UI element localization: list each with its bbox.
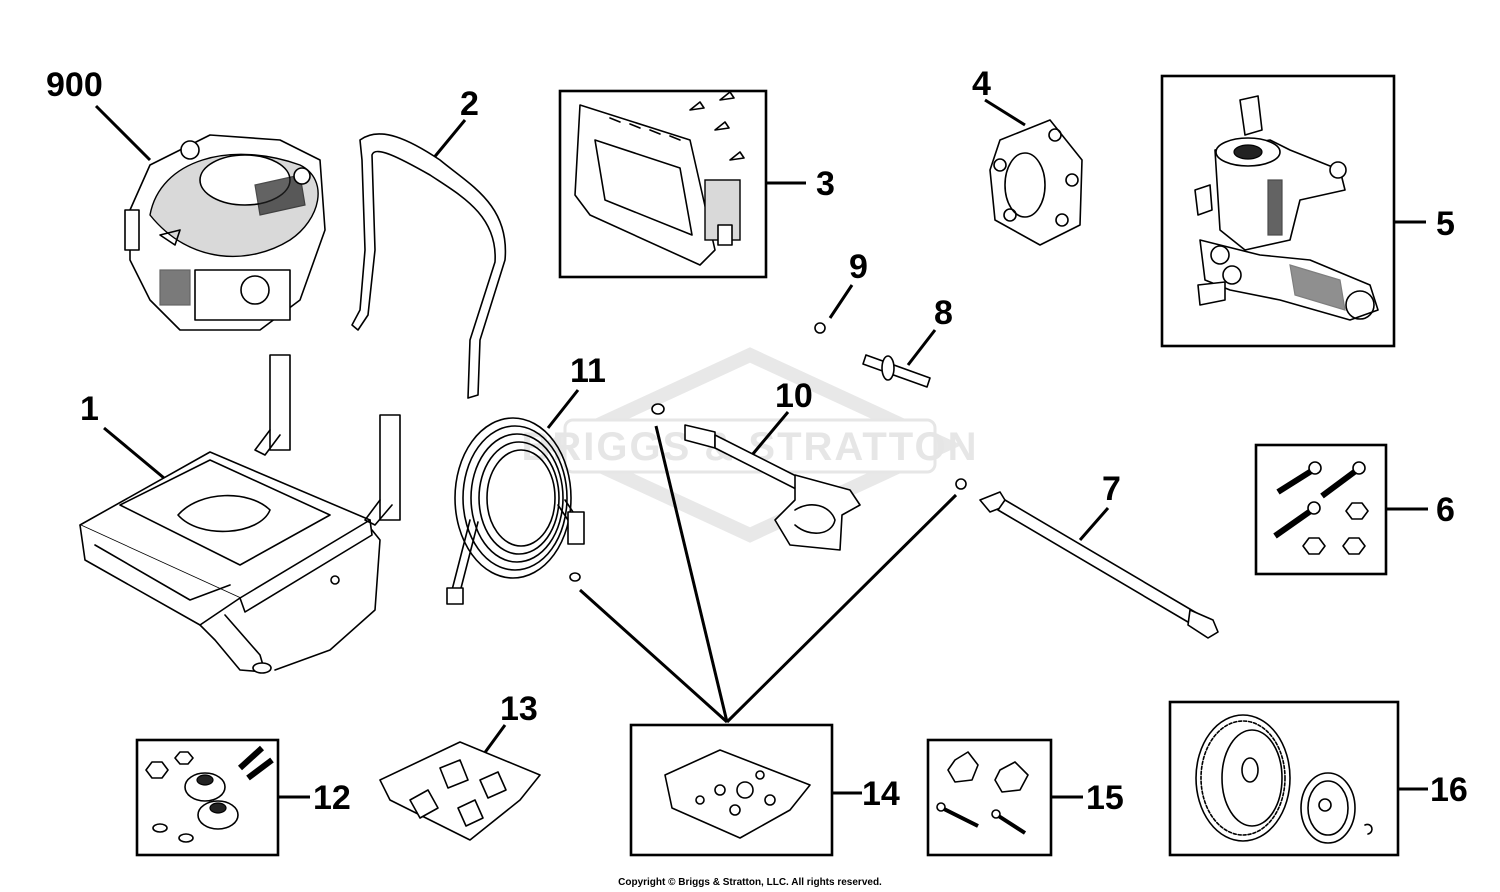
leader-line-7 [1078, 507, 1110, 541]
part-number-7: 7 [1102, 470, 1121, 508]
part-number-15: 15 [1086, 779, 1124, 817]
kit-14-connector-lines [578, 425, 958, 724]
wheel-kit-icon [1195, 714, 1373, 844]
leader-line-900 [94, 104, 152, 162]
nut-icon [814, 322, 826, 334]
part-9[interactable]: 9 [814, 248, 868, 334]
part-number-3: 3 [816, 165, 835, 203]
bolt-nut-kit-icon [1273, 461, 1369, 555]
leader-line-9 [828, 284, 854, 319]
part-number-900: 900 [46, 66, 103, 104]
part-number-11: 11 [570, 352, 606, 390]
part-5-box [1160, 74, 1396, 348]
part-number-6: 6 [1436, 491, 1455, 529]
part-1[interactable]: 1 [79, 354, 401, 674]
part-12[interactable]: 12 [135, 738, 351, 857]
brand-watermark: BRIGGS & STRATTON [522, 347, 976, 543]
part-4[interactable]: 4 [972, 65, 1083, 246]
part-15-box [926, 738, 1053, 857]
part-11[interactable]: 11 [446, 352, 606, 605]
leader-line-11 [546, 389, 580, 429]
part-8[interactable]: 8 [862, 294, 953, 388]
part-6[interactable]: 6 [1254, 443, 1455, 576]
leader-line-1 [103, 426, 171, 485]
part-14[interactable]: 14 [629, 723, 900, 857]
part-number-14: 14 [862, 775, 900, 813]
part-16-box [1168, 700, 1400, 857]
part-number-8: 8 [934, 294, 953, 332]
adapter-plate-icon [989, 119, 1083, 246]
handle-bar-icon [351, 133, 507, 399]
part-14-box [629, 723, 834, 857]
part-number-13: 13 [500, 690, 538, 728]
copyright-text: Copyright © Briggs & Stratton, LLC. All … [618, 877, 882, 888]
part-number-10: 10 [775, 377, 813, 415]
leader-line-10 [750, 411, 790, 456]
spray-wand-icon [955, 478, 1219, 639]
part-number-12: 12 [313, 779, 351, 817]
part-2[interactable]: 2 [351, 85, 507, 399]
part-900[interactable]: 900 [46, 66, 326, 331]
part-13[interactable]: 13 [379, 690, 541, 841]
control-panel-icon [574, 91, 745, 266]
pump-icon [1194, 95, 1379, 321]
hardware-kit-icon [145, 745, 274, 843]
nozzle-kit-icon [379, 741, 541, 841]
hose-icon [446, 417, 585, 605]
shaft-icon [862, 354, 931, 388]
part-3[interactable]: 3 [558, 89, 835, 279]
part-7[interactable]: 7 [955, 470, 1219, 639]
leader-line-2 [430, 119, 467, 161]
part-16[interactable]: 16 [1168, 700, 1468, 857]
frame-base-icon [79, 354, 401, 674]
engine-icon [124, 134, 326, 331]
part-number-2: 2 [460, 85, 479, 123]
part-number-4: 4 [972, 65, 991, 103]
part-10[interactable]: 10 [651, 377, 861, 551]
part-15[interactable]: 15 [926, 738, 1124, 857]
leader-line-4 [984, 98, 1026, 127]
leader-line-8 [906, 329, 937, 366]
spray-gun-icon [651, 403, 861, 551]
part-number-16: 16 [1430, 771, 1468, 809]
part-number-5: 5 [1436, 205, 1455, 243]
o-ring-kit-icon [664, 749, 811, 839]
part-number-1: 1 [80, 390, 99, 428]
part-number-9: 9 [849, 248, 868, 286]
knob-kit-icon [936, 751, 1029, 835]
part-5[interactable]: 5 [1160, 74, 1455, 348]
